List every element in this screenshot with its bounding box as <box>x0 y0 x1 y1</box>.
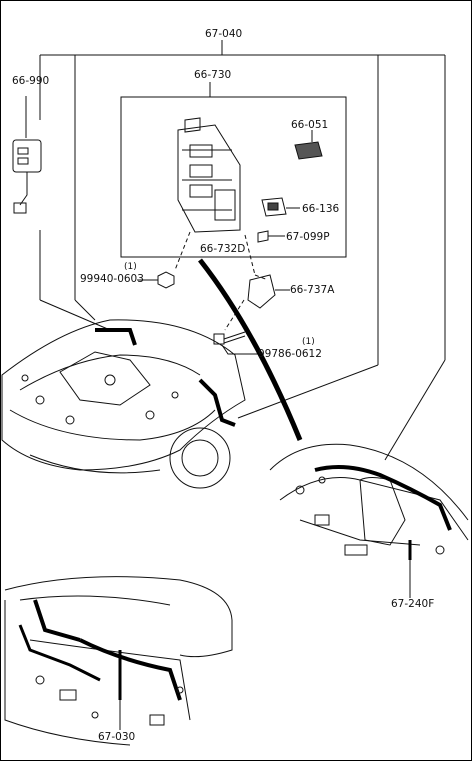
dashed-leaders <box>174 231 269 331</box>
junction-box-frame <box>120 96 347 258</box>
label-nut-qty: (1) <box>124 262 137 272</box>
engine-bay-illustration <box>1 319 246 489</box>
dashboard-illustration <box>4 576 233 746</box>
label-nut: 99940-0603 <box>80 273 144 285</box>
label-harness-main: 67-040 <box>205 28 243 40</box>
label-fuse-block: 66-136 <box>302 203 340 215</box>
leader-67-040 <box>39 40 446 461</box>
label-relay: 66-051 <box>291 119 329 131</box>
relay-icon <box>294 130 323 160</box>
fuse-block-icon <box>261 197 300 217</box>
nut-icon <box>137 271 175 289</box>
label-junction-box: 66-730 <box>194 69 232 81</box>
label-dash-harness: 67-030 <box>98 731 136 743</box>
label-floor-harness: 67-240F <box>391 598 435 610</box>
label-bracket-box: 66-732D <box>200 243 246 255</box>
junction-box-icon <box>177 117 241 233</box>
label-sensor: 66-990 <box>12 75 50 87</box>
bracket-icon <box>247 274 290 309</box>
label-bracket: 66-737A <box>290 284 335 296</box>
clip-icon <box>257 230 285 243</box>
floor-console-illustration <box>269 443 469 598</box>
label-bolt-qty: (1) <box>302 337 315 347</box>
label-bolt: 99786-0612 <box>258 348 322 360</box>
harness-cable <box>198 258 303 441</box>
sensor-icon <box>12 96 42 214</box>
label-clip: 67-099P <box>286 231 330 243</box>
